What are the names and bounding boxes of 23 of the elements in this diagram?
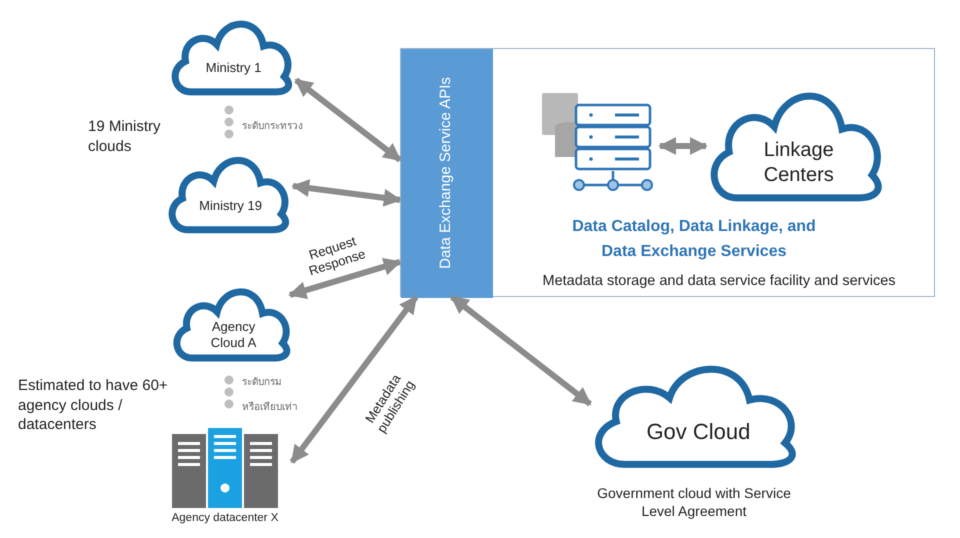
level-note: หรือเทียบเท่า bbox=[242, 400, 298, 414]
double-arrow bbox=[291, 179, 402, 207]
panel-description: Metadata storage and data service facility and services bbox=[541, 273, 897, 289]
cloud-label: Gov Cloud bbox=[645, 418, 752, 446]
ministry-count-note: 19 Ministry clouds bbox=[88, 117, 162, 156]
panel-heading: Data Catalog, Data Linkage, and Data Exchange Services bbox=[571, 217, 817, 262]
cloud-label: Linkage Centers bbox=[762, 138, 835, 188]
api-band bbox=[401, 49, 493, 298]
double-arrow bbox=[450, 294, 592, 406]
agency-count-note: Estimated to have 60+ agency clouds / datacenters bbox=[18, 376, 169, 434]
cloud-caption: Government cloud with Service Level Agreement bbox=[596, 484, 792, 520]
level-note: ระดับกระทรวง bbox=[242, 120, 303, 133]
double-arrow bbox=[658, 137, 708, 156]
double-arrow bbox=[290, 295, 418, 464]
cloud-label: Ministry 19 bbox=[198, 196, 264, 215]
cloud-label: Agency Cloud A bbox=[210, 318, 258, 352]
api-label: Data Exchange Service APIs bbox=[437, 76, 455, 271]
level-note: ระดับกรม bbox=[242, 376, 282, 389]
datacenter-label: Agency datacenter X bbox=[170, 512, 280, 524]
service-panel bbox=[400, 48, 935, 297]
double-arrow bbox=[288, 258, 402, 299]
double-arrow bbox=[294, 78, 402, 162]
cloud-label: Ministry 1 bbox=[204, 59, 262, 78]
